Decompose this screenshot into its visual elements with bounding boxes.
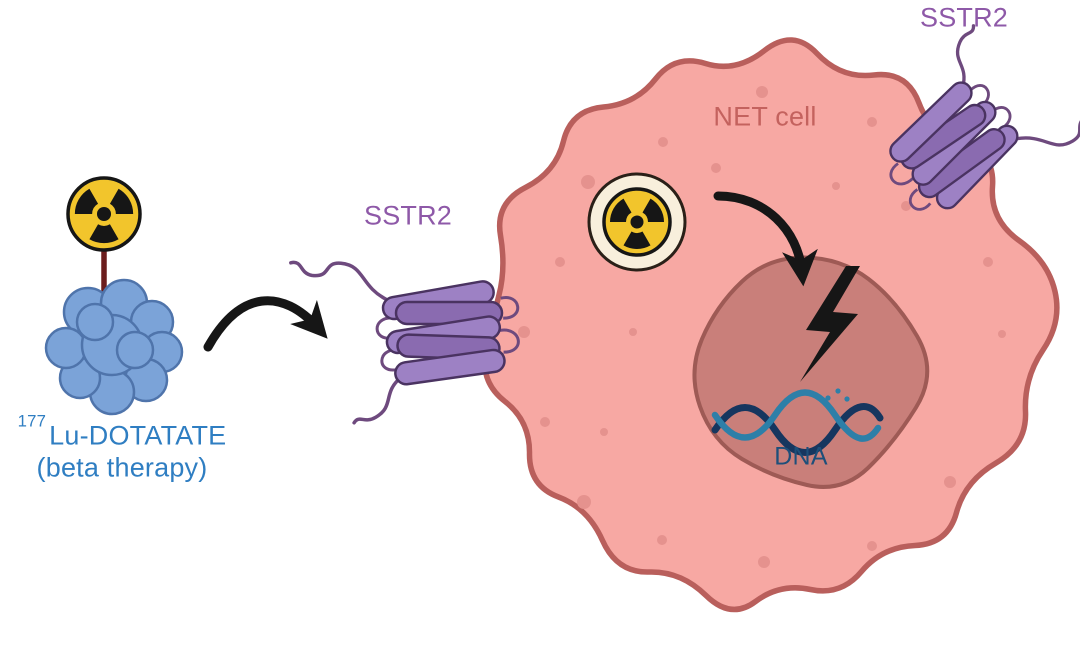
cell-dot — [711, 163, 721, 173]
ligand-body — [44, 278, 184, 416]
radiation-icon-internal — [587, 172, 687, 272]
ligand-label-therapy-line: (beta therapy) — [36, 452, 208, 483]
dna-icon — [711, 388, 884, 456]
cell-dot — [998, 330, 1006, 338]
cell-dot — [756, 86, 768, 98]
cell-dot — [758, 556, 770, 568]
cell-dot — [983, 257, 993, 267]
cell-dot — [555, 257, 565, 267]
cell-dot — [518, 326, 530, 338]
cell-dot — [581, 175, 595, 189]
cell-dot — [577, 495, 591, 509]
cell-dot — [600, 428, 608, 436]
cell-dot — [867, 541, 877, 551]
ligand-lu-dotatate — [44, 176, 184, 416]
net-cell-label: NET cell — [713, 101, 817, 132]
ligand-name: Lu-DOTATATE — [49, 420, 227, 451]
sstr2-receptor-left — [289, 245, 527, 429]
sstr2-label-left: SSTR2 — [363, 200, 453, 231]
cell-dot — [629, 328, 637, 336]
cell-dot — [540, 417, 550, 427]
cell-dot — [832, 182, 840, 190]
cell-dot — [658, 137, 668, 147]
lightning-bolt-icon — [800, 266, 860, 382]
nucleus — [692, 255, 930, 489]
dna-label: DNA — [774, 442, 828, 471]
radiation-icon-ligand — [66, 176, 142, 252]
cell-dot — [867, 117, 877, 127]
cell-dot — [901, 201, 911, 211]
cell-dot — [944, 476, 956, 488]
damage-arrow-icon — [713, 191, 818, 287]
ligand-isotope: 177 — [17, 412, 47, 432]
uptake-arrow-icon — [203, 296, 328, 352]
cell-dot — [657, 535, 667, 545]
sstr2-label-right: SSTR2 — [919, 2, 1009, 33]
